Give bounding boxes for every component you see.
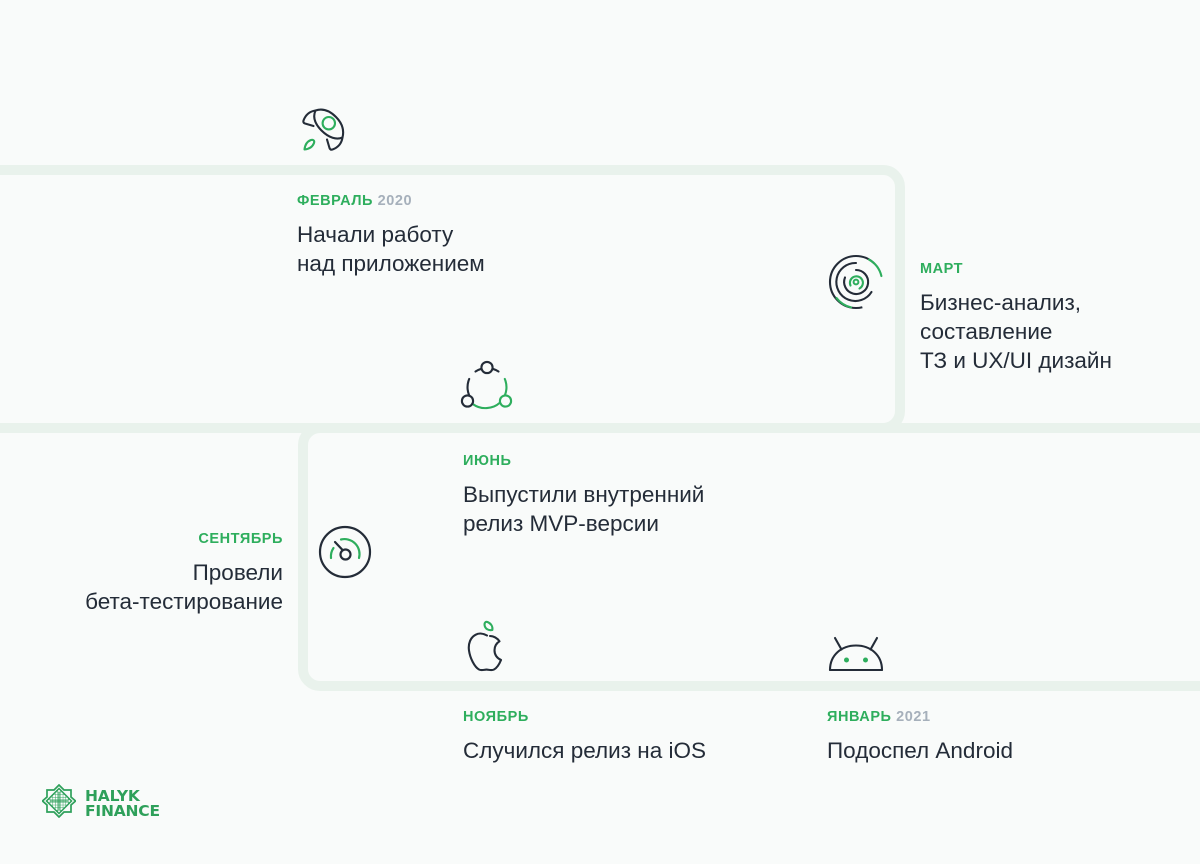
logo-line-two: FINANCE	[85, 801, 160, 820]
milestone-january: ЯНВАРЬ 2021 Подоспел Android	[827, 709, 1013, 766]
milestone-title: Бизнес-анализ, составление ТЗ и UX/UI ди…	[920, 290, 1112, 373]
milestone-title: Подоспел Android	[827, 738, 1013, 764]
milestone-november: НОЯБРЬ Случился релиз на iOS	[463, 709, 706, 766]
milestone-month: ФЕВРАЛЬ	[297, 193, 374, 209]
milestone-title: Выпустили внутренний релиз MVP-версии	[463, 482, 705, 537]
milestone-title: Провели бета-тестирование	[85, 560, 283, 615]
milestone-month: НОЯБРЬ	[463, 709, 529, 725]
radar-icon	[828, 254, 884, 310]
milestone-year: 2021	[896, 709, 931, 725]
milestone-date: МАРТ	[920, 261, 1112, 278]
rocket-icon	[294, 95, 356, 157]
milestone-month: МАРТ	[920, 261, 964, 277]
logo-line-one: HALYK	[85, 786, 140, 805]
milestone-date: ЯНВАРЬ 2021	[827, 709, 1013, 726]
milestone-month: ИЮНЬ	[463, 453, 512, 469]
milestone-month: СЕНТЯБРЬ	[198, 531, 283, 547]
gauge-icon	[317, 524, 373, 580]
milestone-month: ЯНВАРЬ	[827, 709, 892, 725]
milestone-march: МАРТ Бизнес-анализ, составление ТЗ и UX/…	[920, 261, 1112, 376]
milestone-title: Случился релиз на iOS	[463, 738, 706, 764]
milestone-year: 2020	[377, 193, 413, 209]
milestone-date: ИЮНЬ	[463, 453, 704, 470]
timeline-panel-lower	[298, 423, 1200, 691]
logo-wordmark: HALYK FINANCE	[85, 786, 160, 820]
milestone-february: ФЕВРАЛЬ 2020 Начали работу над приложени…	[297, 193, 485, 279]
milestone-date: НОЯБРЬ	[463, 709, 706, 726]
network-icon	[458, 358, 516, 416]
brand-logo: HALYK FINANCE	[41, 783, 160, 823]
milestone-date: ФЕВРАЛЬ 2020	[297, 193, 485, 210]
halyk-emblem-icon	[41, 783, 77, 823]
milestone-title: Начали работу над приложением	[297, 222, 485, 277]
android-icon	[826, 633, 886, 677]
milestone-september: СЕНТЯБРЬ Провели бета-тестирование	[85, 531, 283, 617]
milestone-date: СЕНТЯБРЬ	[85, 531, 283, 548]
milestone-june: ИЮНЬ Выпустили внутренний релиз MVP-верс…	[463, 453, 704, 539]
apple-icon	[461, 617, 513, 675]
